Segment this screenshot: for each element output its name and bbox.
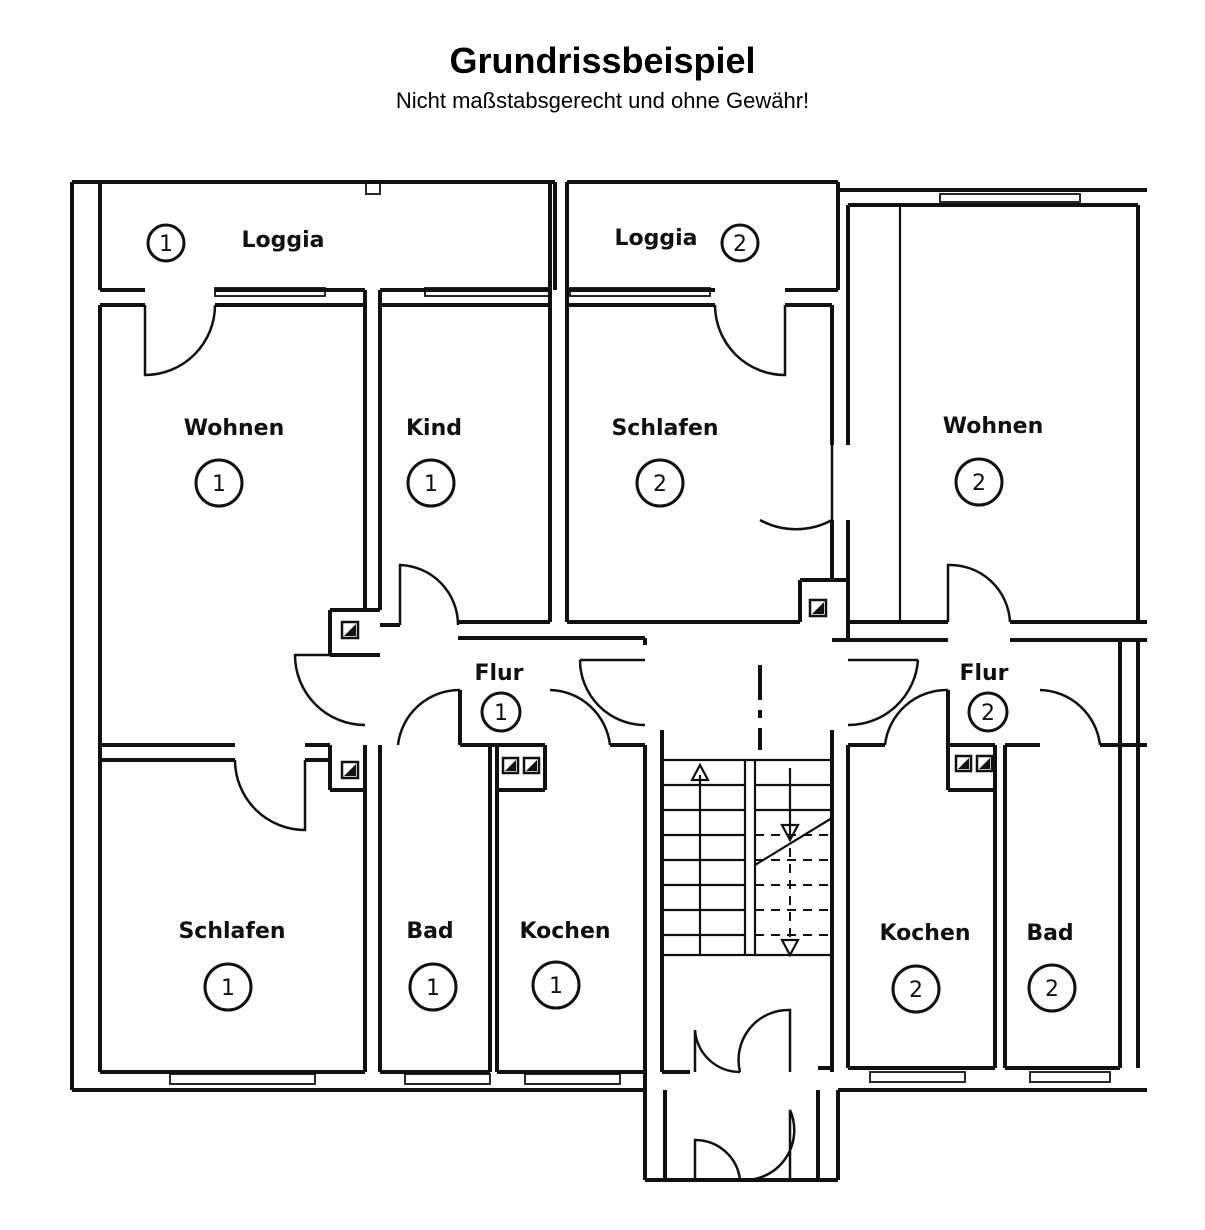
room-label: Flur bbox=[474, 661, 523, 686]
room-bad-1: Bad 1 bbox=[406, 919, 458, 1012]
room-number: 2 bbox=[733, 232, 747, 257]
windows bbox=[169, 181, 1111, 1085]
room-number: 1 bbox=[549, 974, 563, 999]
room-wohnen-1: Wohnen 1 bbox=[184, 416, 285, 508]
room-label: Wohnen bbox=[943, 414, 1044, 439]
room-number: 1 bbox=[159, 232, 173, 257]
room-flur-2: Flur 2 bbox=[959, 661, 1009, 733]
room-number: 2 bbox=[1045, 977, 1059, 1002]
staircase bbox=[662, 665, 833, 958]
room-label: Wohnen bbox=[184, 416, 285, 441]
room-label: Schlafen bbox=[611, 416, 718, 441]
room-number: 1 bbox=[424, 472, 438, 497]
shafts bbox=[340, 598, 994, 780]
room-number: 1 bbox=[221, 976, 235, 1001]
room-label: Bad bbox=[406, 919, 453, 944]
page-title: Grundrissbeispiel bbox=[449, 40, 756, 81]
room-schlafen-2: Schlafen 2 bbox=[611, 416, 719, 508]
room-label: Kind bbox=[406, 416, 462, 441]
page-subtitle: Nicht maßstabsgerecht und ohne Gewähr! bbox=[395, 88, 810, 113]
room-number: 2 bbox=[981, 701, 995, 726]
room-loggia-2: 2 Loggia bbox=[614, 223, 760, 263]
room-number: 1 bbox=[212, 472, 226, 497]
doors bbox=[143, 304, 1102, 1182]
room-number: 2 bbox=[653, 472, 667, 497]
room-number: 1 bbox=[426, 976, 440, 1001]
room-wohnen-2: Wohnen 2 bbox=[943, 414, 1044, 507]
room-label: Loggia bbox=[241, 228, 324, 253]
room-number: 2 bbox=[972, 471, 986, 496]
room-number: 1 bbox=[494, 701, 508, 726]
room-loggia-1: 1 Loggia bbox=[146, 223, 325, 263]
interior-walls bbox=[98, 182, 1147, 1074]
room-label: Kochen bbox=[519, 919, 610, 944]
room-flur-1: Flur 1 bbox=[474, 661, 524, 733]
room-label: Loggia bbox=[614, 226, 697, 251]
room-kind-1: Kind 1 bbox=[406, 416, 462, 508]
room-schlafen-1: Schlafen 1 bbox=[178, 919, 286, 1012]
room-label: Bad bbox=[1026, 921, 1073, 946]
room-bad-2: Bad 2 bbox=[1026, 921, 1077, 1013]
room-label: Kochen bbox=[879, 921, 970, 946]
room-kochen-2: Kochen 2 bbox=[879, 921, 971, 1014]
room-number: 2 bbox=[909, 978, 923, 1003]
room-kochen-1: Kochen 1 bbox=[519, 919, 611, 1010]
room-label: Schlafen bbox=[178, 919, 285, 944]
room-label: Flur bbox=[959, 661, 1008, 686]
outer-walls bbox=[70, 180, 1147, 1182]
